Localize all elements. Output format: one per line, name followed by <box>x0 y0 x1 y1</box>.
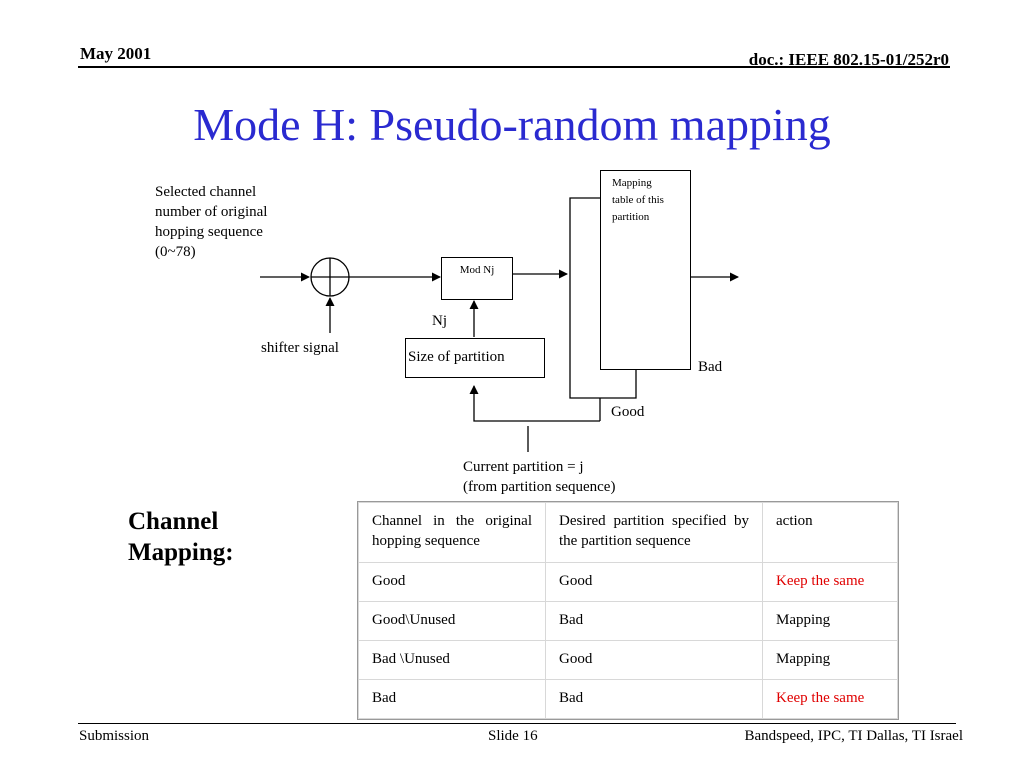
table-cell: Good <box>545 562 763 602</box>
shifter-label: shifter signal <box>261 340 339 356</box>
table-cell: Bad <box>545 601 763 641</box>
table-header-row: Channel in the original hopping sequence… <box>358 502 898 563</box>
header-cell: Channel in the original hopping sequence <box>358 502 546 563</box>
header-cell: Desired partition specified by the parti… <box>545 502 763 563</box>
table-row: Good Good Keep the same <box>358 562 898 602</box>
bad-label: Bad <box>698 359 723 375</box>
header-date: May 2001 <box>80 44 152 63</box>
table-cell: Bad \Unused <box>358 640 546 680</box>
table-cell-action: Keep the same <box>762 679 898 719</box>
table-row: Bad Bad Keep the same <box>358 679 898 719</box>
table-cell-action: Keep the same <box>762 562 898 602</box>
mod-label: Mod Nj <box>459 264 495 276</box>
mod-box: Mod Nj <box>441 257 513 300</box>
table-cell-action: Mapping <box>762 640 898 680</box>
partition-feedback-arrow <box>469 385 600 422</box>
size-of-partition-box: Size of partition <box>405 338 545 378</box>
table-cell: Bad <box>545 679 763 719</box>
footer-slide-number: Slide 16 <box>488 728 538 744</box>
channel-mapping-label: Channel Mapping: <box>128 508 234 566</box>
footer-right: Bandspeed, IPC, TI Dallas, TI Israel <box>744 728 963 744</box>
table-cell: Good <box>358 562 546 602</box>
table-cell: Bad <box>358 679 546 719</box>
mapping-table-box: Mapping table of this partition <box>600 170 691 370</box>
header-rule <box>78 66 950 68</box>
table-row: Bad \Unused Good Mapping <box>358 640 898 680</box>
good-bypass-path <box>569 197 637 399</box>
table-cell-action: Mapping <box>762 601 898 641</box>
mapping-label: Mapping table of this partition <box>612 177 664 223</box>
table-cell: Good\Unused <box>358 601 546 641</box>
table-row: Good\Unused Bad Mapping <box>358 601 898 641</box>
good-label: Good <box>611 404 645 420</box>
table-cell: Good <box>545 640 763 680</box>
partition-label: Current partition = j (from partition se… <box>463 459 616 495</box>
adder-icon <box>310 257 350 297</box>
header-cell: action <box>762 502 898 563</box>
footer-rule <box>78 723 956 724</box>
nj-label: Nj <box>432 313 447 329</box>
footer-left: Submission <box>79 728 150 744</box>
input-label: Selected channel number of original hopp… <box>155 184 268 260</box>
slide-title: Mode H: Pseudo-random mapping <box>193 99 831 150</box>
channel-mapping-table: Channel in the original hopping sequence… <box>357 501 899 720</box>
header-doc-id: doc.: IEEE 802.15-01/252r0 <box>748 50 949 69</box>
size-label: Size of partition <box>408 349 505 365</box>
